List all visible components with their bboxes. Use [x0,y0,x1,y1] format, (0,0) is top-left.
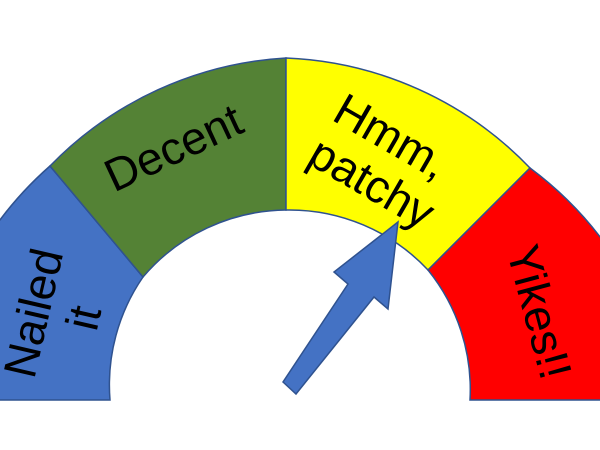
segment-nailed-it [0,164,144,401]
needle-arrow-icon [282,220,399,396]
segment-yikes [426,167,600,401]
